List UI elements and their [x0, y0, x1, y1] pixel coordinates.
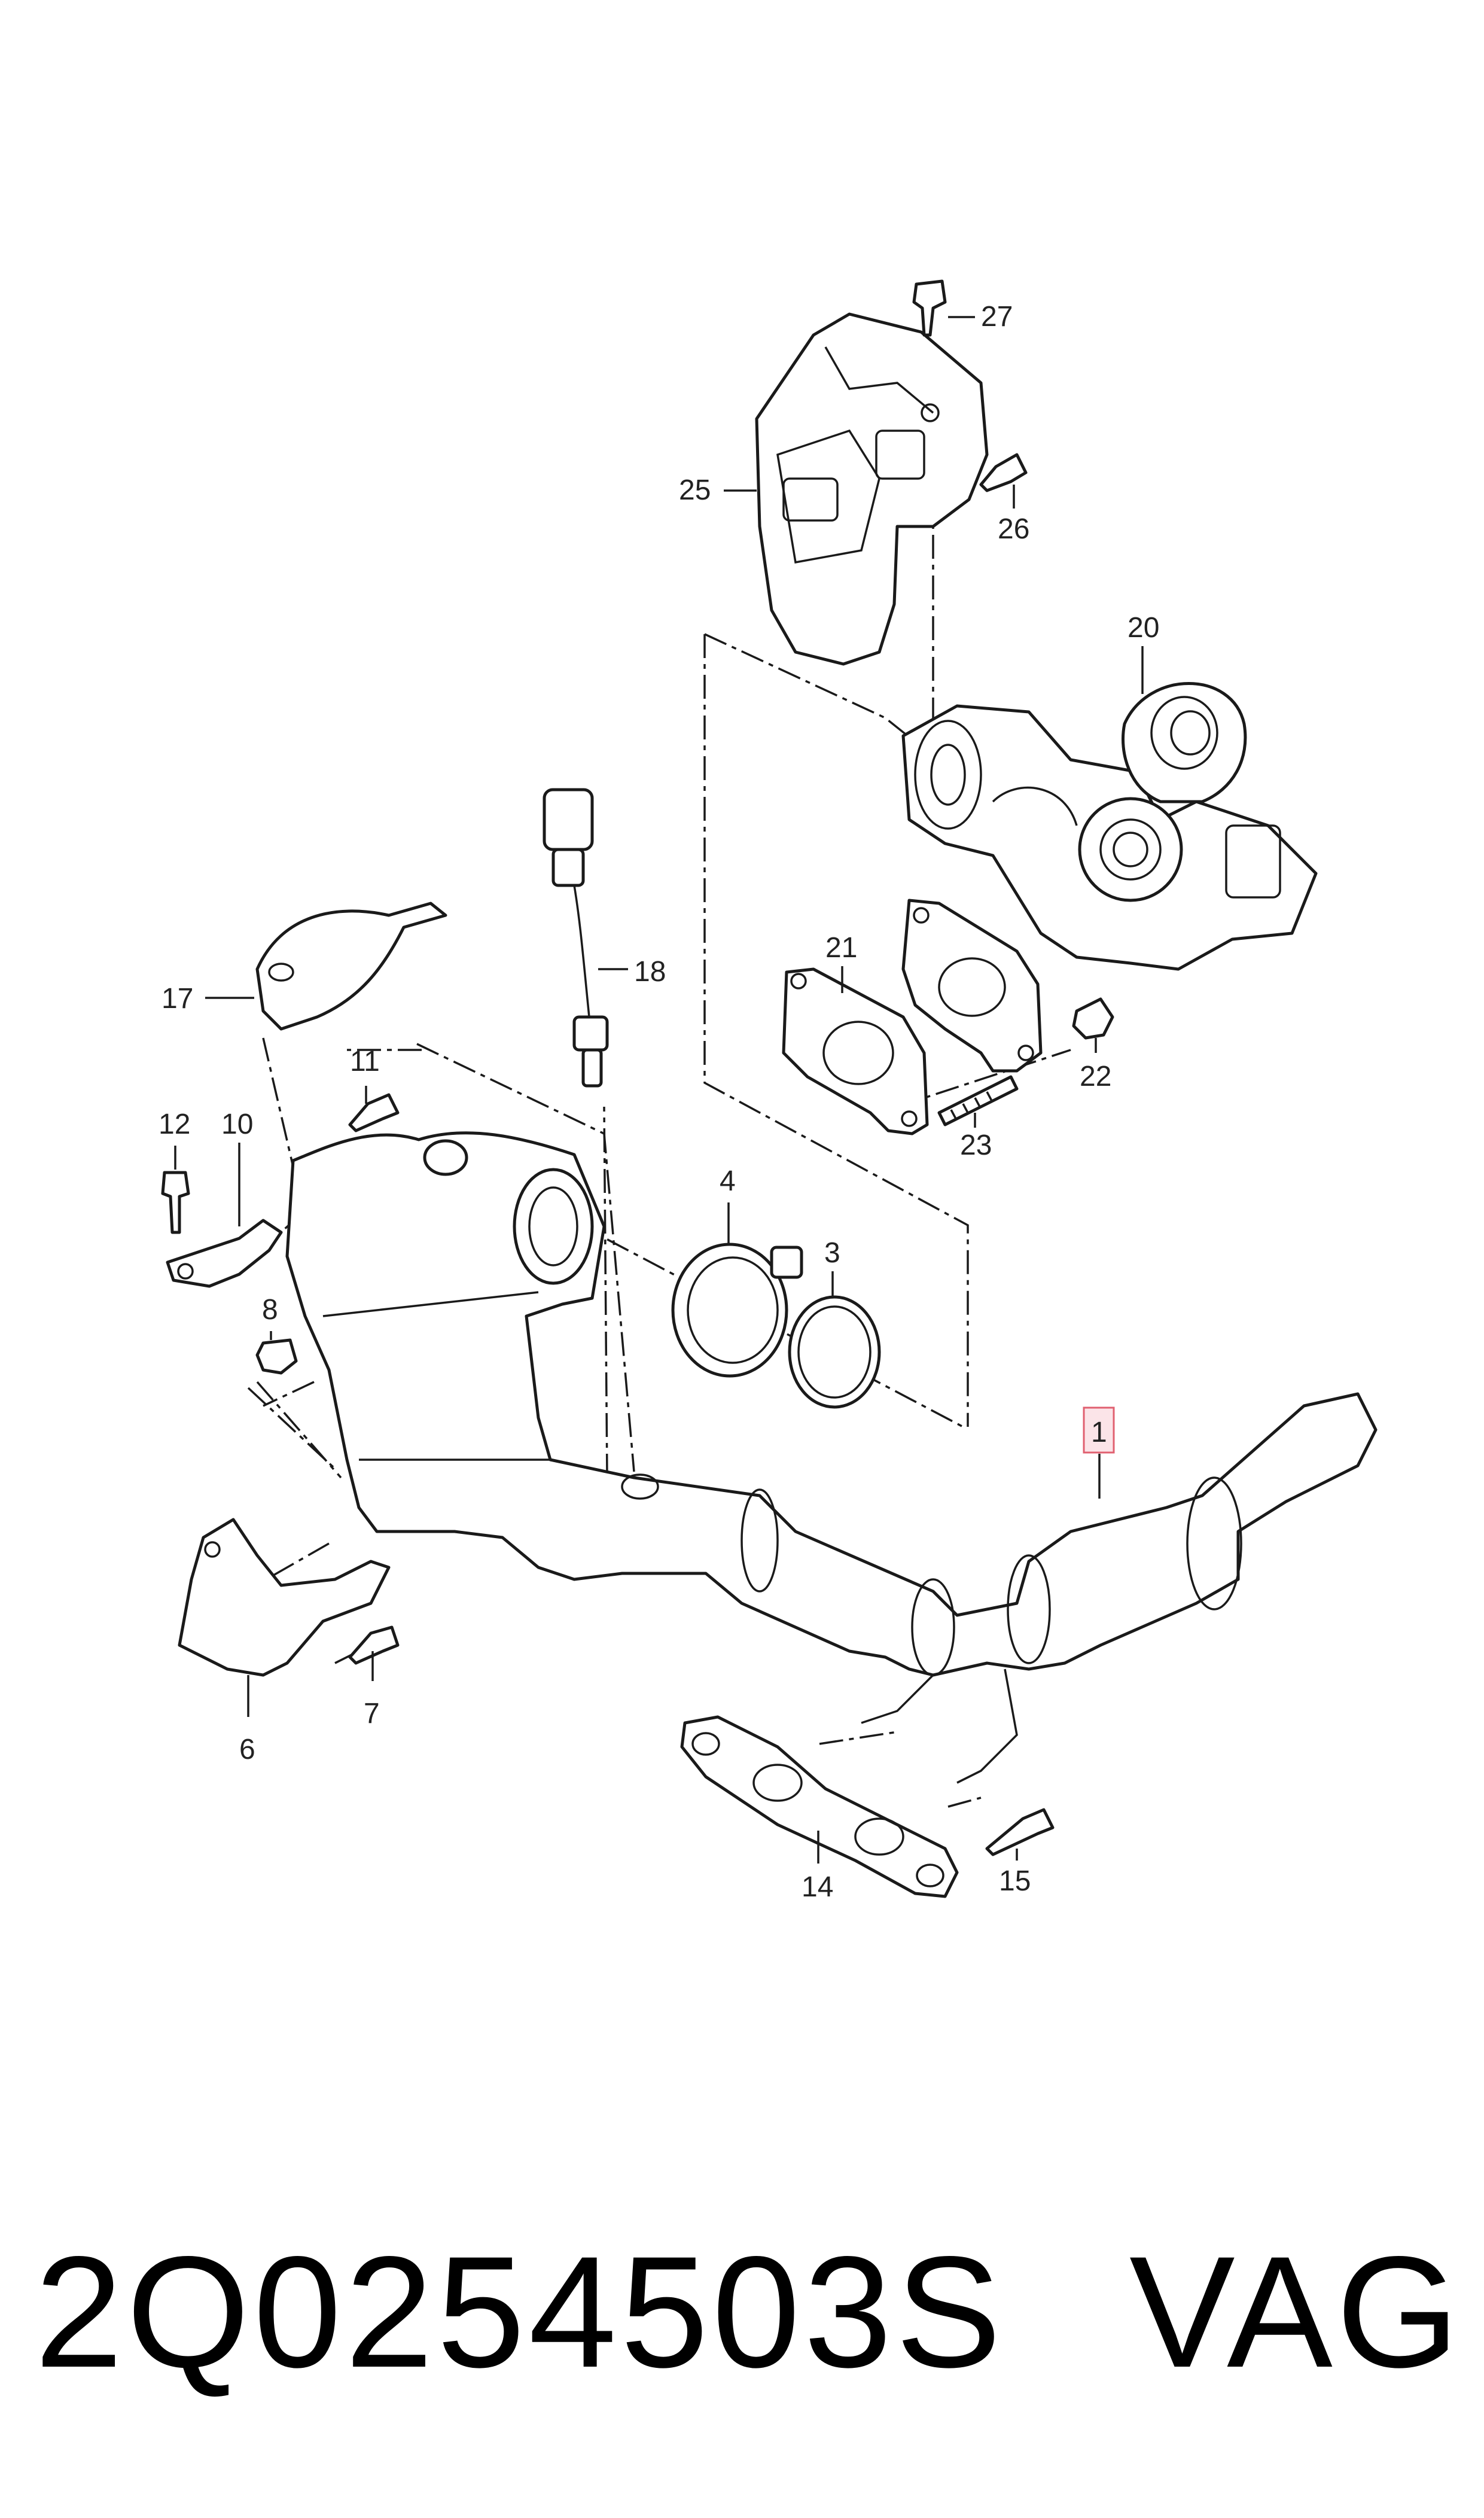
label-23: 23 — [960, 1129, 992, 1161]
seal-ring-3 — [788, 1295, 881, 1409]
label-27: 27 — [981, 301, 1013, 333]
bolt-7 — [348, 1625, 400, 1665]
gasket-21 — [782, 899, 1043, 1135]
turbocharger-20 — [901, 682, 1318, 971]
label-6: 6 — [239, 1734, 255, 1765]
label-11: 11 — [350, 1046, 380, 1077]
label-21: 21 — [825, 932, 857, 964]
footer: 2Q0254503S VAG — [0, 2213, 1484, 2411]
fasteners-upper — [912, 279, 1114, 1126]
catalytic-converter-1 — [285, 1131, 1378, 1784]
bolt-11 — [348, 1093, 400, 1132]
part-number: 2Q0254503S — [35, 2224, 1005, 2401]
nut-8 — [255, 1338, 298, 1375]
label-10: 10 — [221, 1109, 253, 1140]
clamp-4 — [671, 1243, 803, 1378]
label-15: 15 — [999, 1865, 1031, 1897]
highlight-box-1 — [1083, 1406, 1115, 1454]
bolt-12 — [161, 1171, 190, 1234]
label-7: 7 — [364, 1698, 380, 1730]
label-1: 1 — [1091, 1417, 1107, 1448]
label-3: 3 — [824, 1237, 840, 1269]
label-26: 26 — [998, 513, 1029, 545]
label-8: 8 — [262, 1294, 278, 1326]
label-25: 25 — [679, 474, 711, 506]
bracket-10 — [166, 1219, 283, 1288]
brand-name: VAG — [1129, 2224, 1463, 2401]
label-22: 22 — [1080, 1061, 1111, 1092]
part-labels: 1 3 4 6 7 8 10 11 12 14 15 17 18 20 21 2… — [159, 301, 1159, 1903]
label-17: 17 — [161, 983, 193, 1015]
bolt-15 — [985, 1808, 1055, 1856]
bracket-14 — [680, 1715, 959, 1898]
oxygen-sensor-18 — [543, 788, 609, 1088]
label-14: 14 — [802, 1871, 833, 1903]
heat-shield-25 — [755, 312, 989, 666]
shield-17 — [255, 902, 447, 1031]
bracket-6 — [178, 1518, 391, 1677]
leader-lines — [174, 316, 1144, 1864]
label-18: 18 — [634, 956, 666, 988]
label-12: 12 — [159, 1109, 190, 1140]
label-20: 20 — [1128, 612, 1159, 644]
label-4: 4 — [720, 1165, 736, 1197]
